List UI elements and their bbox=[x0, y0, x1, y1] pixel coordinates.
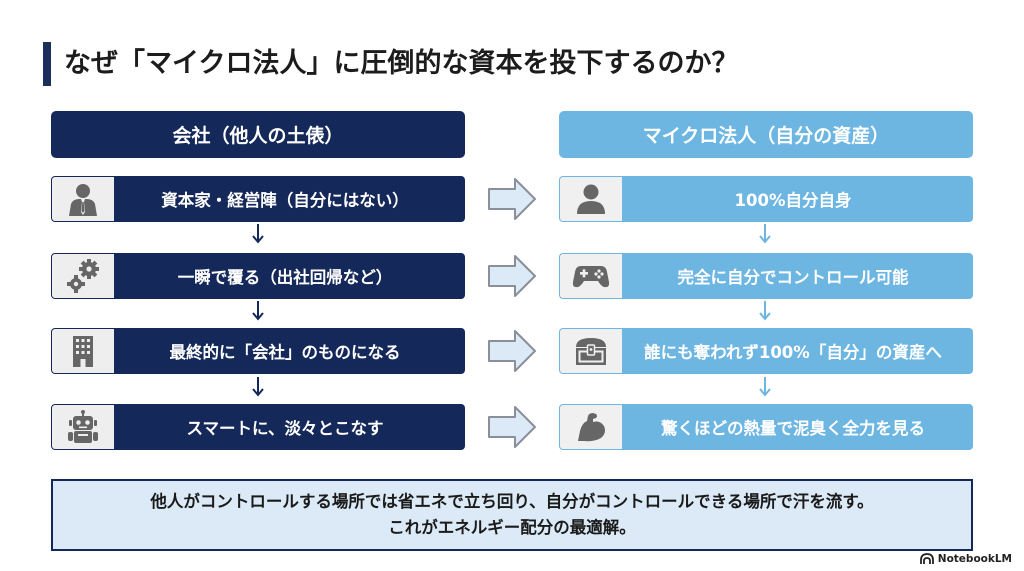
brand-watermark: NotebookLM bbox=[919, 551, 1012, 567]
right-row-4: 驚くほどの熱量で泥臭く全力を見る bbox=[559, 404, 973, 450]
left-row-1: 資本家・経営陣（自分にはない） bbox=[51, 176, 465, 222]
office-building-icon bbox=[73, 336, 93, 367]
left-row-2-label: 一瞬で覆る（出社回帰など） bbox=[177, 268, 393, 287]
summary-box: 他人がコントロールする場所では省エネで立ち回り、自分がコントロールできる場所で汗… bbox=[51, 479, 973, 551]
summary-line-1: 他人がコントロールする場所では省エネで立ち回り、自分がコントロールできる場所で汗… bbox=[150, 492, 874, 511]
person-icon bbox=[577, 184, 605, 214]
notebooklm-logo-icon bbox=[919, 553, 934, 564]
right-arrow-2 bbox=[488, 255, 536, 297]
left-column-header: 会社（他人の土俵） bbox=[51, 111, 465, 158]
brand-name: NotebookLM bbox=[937, 553, 1012, 565]
page-title: なぜ「マイクロ法人」に圧倒的な資本を投下するのか？ bbox=[64, 48, 739, 79]
right-down-arrow-1 bbox=[759, 224, 771, 244]
left-row-2: 一瞬で覆る（出社回帰など） bbox=[51, 253, 465, 299]
left-down-arrow-1 bbox=[252, 224, 264, 244]
treasure-chest-icon bbox=[576, 338, 606, 365]
robot-icon bbox=[68, 410, 98, 443]
right-arrow-3 bbox=[488, 330, 536, 372]
flexed-arm-icon bbox=[578, 413, 605, 442]
right-row-2-label: 完全に自分でコントロール可能 bbox=[677, 268, 909, 287]
left-row-3: 最終的に「会社」のものになる bbox=[51, 328, 465, 374]
right-row-1: 100%自分自身 bbox=[559, 176, 973, 222]
right-down-arrow-2 bbox=[759, 301, 771, 321]
gamepad-icon bbox=[572, 266, 610, 288]
right-arrow-1 bbox=[488, 178, 536, 220]
left-down-arrow-3 bbox=[252, 377, 264, 397]
right-arrow-4 bbox=[488, 406, 536, 448]
gears-icon bbox=[67, 259, 99, 293]
right-row-2: 完全に自分でコントロール可能 bbox=[559, 253, 973, 299]
left-row-4: スマートに、淡々とこなす bbox=[51, 404, 465, 450]
left-row-4-label: スマートに、淡々とこなす bbox=[186, 419, 384, 438]
left-row-3-label: 最終的に「会社」のものになる bbox=[169, 343, 401, 362]
summary-line-2: これがエネルギー配分の最適解。 bbox=[388, 518, 636, 537]
left-down-arrow-2 bbox=[252, 301, 264, 321]
left-row-1-label: 資本家・経営陣（自分にはない） bbox=[161, 191, 409, 210]
right-down-arrow-3 bbox=[759, 377, 771, 397]
right-row-3-label: 誰にも奪われず100%「自分」の資産へ bbox=[644, 343, 942, 362]
right-column-header: マイクロ法人（自分の資産） bbox=[559, 111, 973, 158]
right-row-1-label: 100%自分自身 bbox=[734, 191, 852, 210]
businessman-icon bbox=[69, 184, 97, 216]
right-row-3: 誰にも奪われず100%「自分」の資産へ bbox=[559, 328, 973, 374]
right-row-4-label: 驚くほどの熱量で泥臭く全力を見る bbox=[661, 419, 925, 438]
title-accent-bar bbox=[43, 42, 51, 86]
